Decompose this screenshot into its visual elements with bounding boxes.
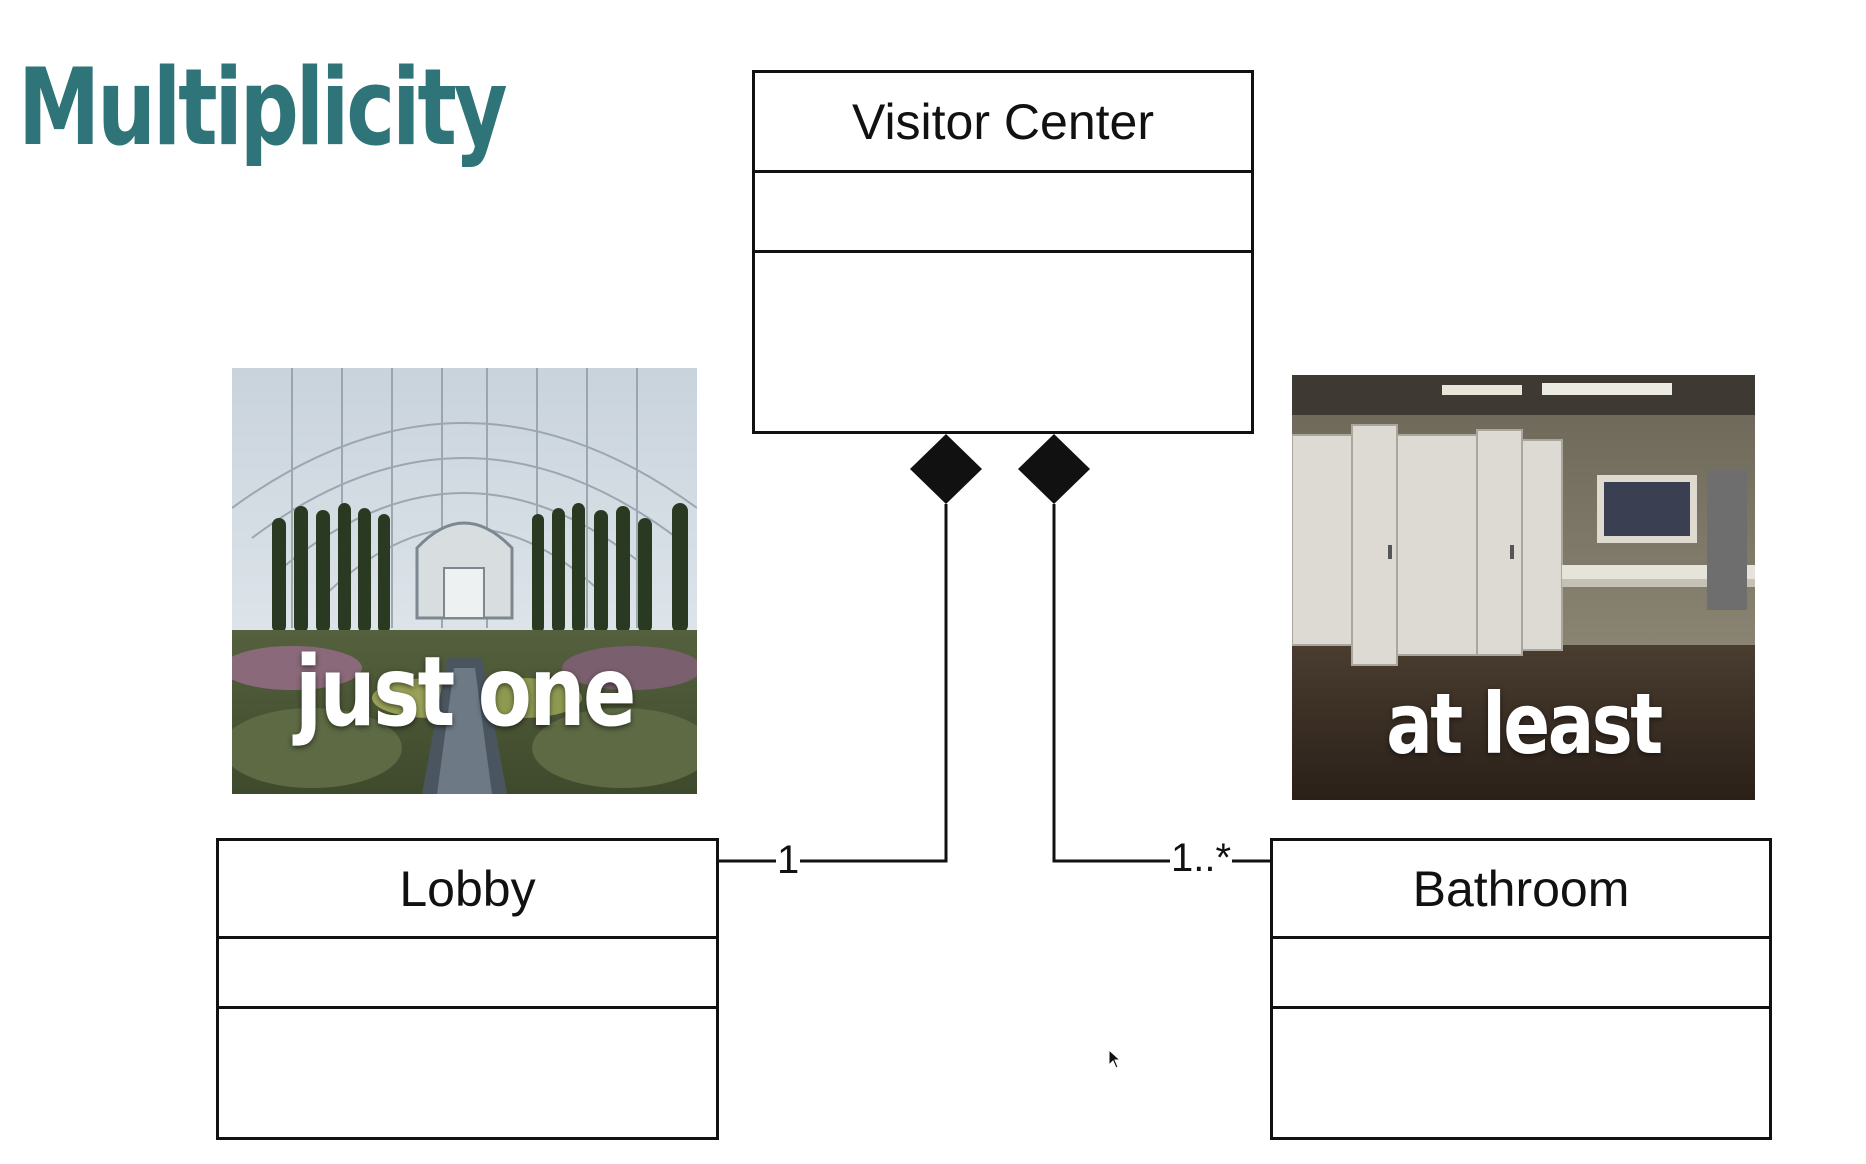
- lobby-multiplicity-label: 1: [776, 838, 801, 882]
- lobby-class: Lobby: [216, 838, 719, 1140]
- bathroom-class: Bathroom: [1270, 838, 1772, 1140]
- visitor-center-class: Visitor Center: [752, 70, 1254, 434]
- conservatory-caption: just one: [295, 636, 636, 748]
- lobby-name: Lobby: [219, 841, 716, 939]
- bathroom-attributes: [1273, 939, 1769, 1009]
- slide-title: Multiplicity: [18, 46, 508, 169]
- conservatory-image: just one: [232, 368, 697, 794]
- bathroom-name: Bathroom: [1273, 841, 1769, 939]
- lobby-attributes: [219, 939, 716, 1009]
- visitor-center-attributes: [755, 173, 1251, 253]
- visitor-center-name: Visitor Center: [755, 73, 1251, 173]
- bathroom-association-line: [1052, 504, 1270, 863]
- bathroom-composition-diamond: [1018, 434, 1090, 504]
- restroom-caption: at least one: [1386, 675, 1663, 800]
- mouse-cursor-icon: [1108, 1049, 1122, 1069]
- lobby-association-line: [719, 504, 948, 863]
- restroom-image: at least one: [1292, 375, 1755, 800]
- lobby-composition-diamond: [910, 434, 982, 504]
- bathroom-multiplicity-label: 1..*: [1170, 836, 1233, 880]
